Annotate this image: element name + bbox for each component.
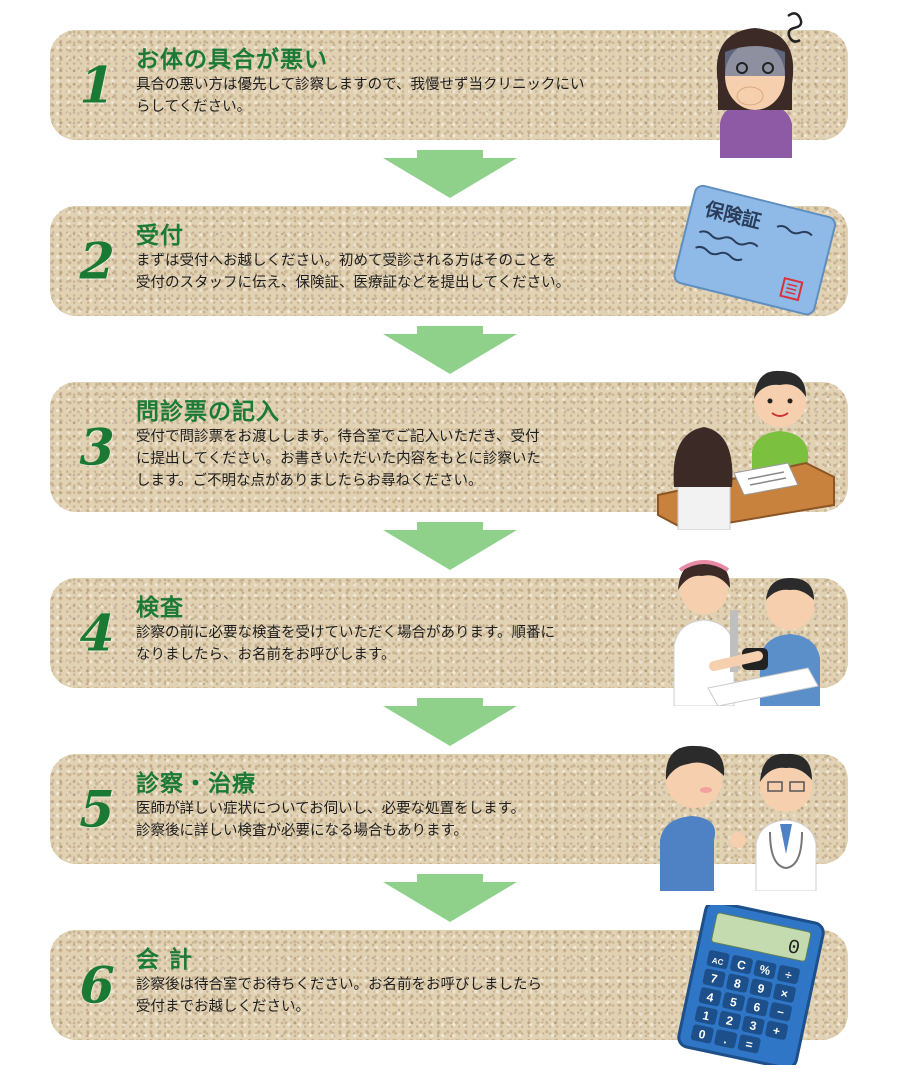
calculator-key xyxy=(745,997,769,1017)
desc-line: 受付のスタッフに伝え、保険証、医療証などを提出してください。 xyxy=(136,275,571,291)
down-arrow-icon xyxy=(383,698,517,746)
desc-line: 具合の悪い方は優先して診察しますので、我慢せず当クリニックにい xyxy=(136,77,585,93)
step-title: 検査 xyxy=(136,595,184,621)
doctor-consultation-icon xyxy=(660,745,817,891)
calculator-key-label: ÷ xyxy=(784,968,794,983)
step-description: 診察後は待合室でお待ちください。お名前をお呼びしましたら 受付までお越しください… xyxy=(136,974,542,1018)
desc-line: らしてください。 xyxy=(136,99,252,115)
calculator-key xyxy=(765,1020,789,1040)
calculator-key-label: 8 xyxy=(733,976,743,991)
calculator-key-label: − xyxy=(776,1005,786,1020)
desc-line: 医師が詳しい症状についてお伺いし、必要な処置をします。 xyxy=(136,801,526,817)
step-description: まずは受付へお越しください。初めて受診される方はそのことを 受付のスタッフに伝え… xyxy=(136,250,570,294)
step-title: 受付 xyxy=(136,223,184,249)
desc-line: します。ご不明な点がありましたらお尋ねください。 xyxy=(136,473,483,489)
down-arrow-icon xyxy=(383,874,517,922)
calculator-display: 0 xyxy=(785,936,802,961)
desc-line: に提出してください。お書きいただいた内容をもとに診察いた xyxy=(136,451,541,467)
sick-person-icon xyxy=(716,12,803,158)
desc-line: 診察後に詳しい検査が必要になる場合もあります。 xyxy=(136,823,469,839)
step-title: 会 計 xyxy=(136,947,194,973)
step-description: 受付で問診票をお渡しします。待合室でご記入いただき、受付 に提出してください。お… xyxy=(136,426,541,492)
calculator-key-label: C xyxy=(736,957,748,973)
calculator-key xyxy=(749,978,773,998)
step-number: 2 xyxy=(73,231,121,291)
calculator-key-label: × xyxy=(780,986,790,1001)
calculator-key xyxy=(773,983,796,1003)
calculator-key-label: 6 xyxy=(752,1000,762,1015)
calculator-key-label: 3 xyxy=(748,1018,758,1033)
insurance-card-icon: 保険証 xyxy=(673,184,836,316)
step-number: 6 xyxy=(73,955,121,1015)
desc-line: 診察後は待合室でお待ちください。お名前をお呼びしましたら xyxy=(136,977,542,993)
desc-line: まずは受付へお越しください。初めて受診される方はそのことを xyxy=(136,253,557,269)
step-title: お体の具合が悪い xyxy=(136,47,328,73)
flow-step-1: 1 お体の具合が悪い 具合の悪い方は優先して診察しますので、我慢せず当クリニック… xyxy=(50,30,848,140)
calculator-key-label: = xyxy=(744,1037,754,1052)
calculator-key xyxy=(726,973,749,993)
calculator-key xyxy=(730,955,753,975)
calculator-key xyxy=(777,965,800,985)
down-arrow-icon xyxy=(383,326,517,374)
step-number: 5 xyxy=(73,779,121,839)
calculator-key-label: 4 xyxy=(705,990,715,1005)
step-description: 診察の前に必要な検査を受けていただく場合があります。順番に なりましたら、お名前… xyxy=(136,622,555,666)
calculator-key-label: % xyxy=(758,962,772,978)
down-arrow-icon xyxy=(383,522,517,570)
calculator-key xyxy=(702,968,726,988)
desc-line: 診察の前に必要な検査を受けていただく場合があります。順番に xyxy=(136,625,556,641)
calculator-key xyxy=(690,1024,714,1044)
calculator-key-label: 2 xyxy=(725,1013,735,1028)
down-arrow-icon xyxy=(383,150,517,198)
calculator-key-label: 1 xyxy=(701,1008,711,1023)
questionnaire-desk-icon xyxy=(657,370,835,530)
calculator-key xyxy=(722,992,746,1012)
calculator-key xyxy=(694,1005,718,1025)
step-number: 1 xyxy=(73,55,121,115)
calculator-key-label: AC xyxy=(711,956,724,967)
calculator-key xyxy=(706,950,730,970)
desc-line: 受付までお越しください。 xyxy=(136,999,310,1015)
calculator-key xyxy=(741,1015,765,1035)
calculator-key xyxy=(769,1002,792,1022)
calculator-key xyxy=(718,1010,742,1030)
step-number: 3 xyxy=(73,417,121,477)
desc-line: 受付で問診票をお渡しします。待合室でご記入いただき、受付 xyxy=(136,429,540,445)
calculator-key xyxy=(753,960,777,980)
blood-pressure-exam-icon xyxy=(673,560,820,706)
step-title: 問診票の記入 xyxy=(136,399,280,425)
calculator-key-label: 5 xyxy=(729,995,739,1010)
calculator-key-label: . xyxy=(723,1032,729,1046)
step-description: 具合の悪い方は優先して診察しますので、我慢せず当クリニックにい らしてください。 xyxy=(136,74,584,118)
calculator-key xyxy=(737,1034,761,1054)
calculator-key-label: 9 xyxy=(756,981,766,996)
step-description: 医師が詳しい症状についてお伺いし、必要な処置をします。 診察後に詳しい検査が必要… xyxy=(136,798,525,842)
calculator-key-label: + xyxy=(772,1023,782,1038)
calculator-key-label: 0 xyxy=(697,1027,707,1042)
step-title: 診察・治療 xyxy=(136,771,256,797)
step-number: 4 xyxy=(73,603,121,663)
calculator-key-label: 7 xyxy=(709,971,719,986)
calculator-key xyxy=(698,987,722,1007)
desc-line: なりましたら、お名前をお呼びします。 xyxy=(136,647,396,663)
calculator-key xyxy=(714,1029,738,1049)
